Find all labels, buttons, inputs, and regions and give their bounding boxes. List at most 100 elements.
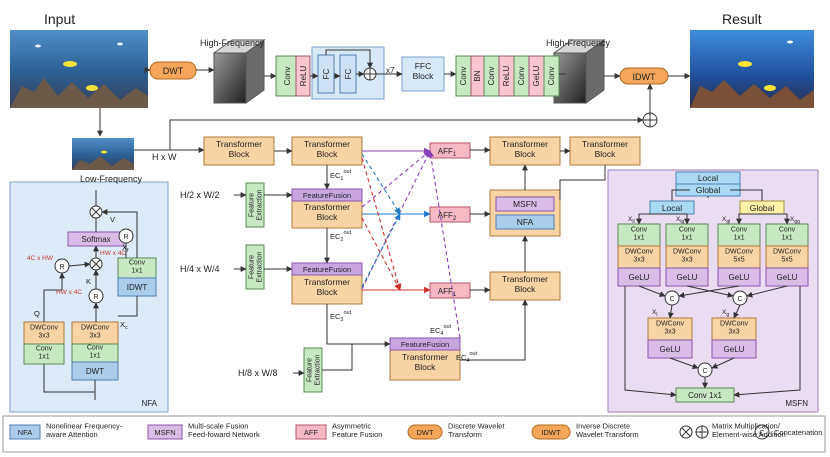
nfa-softmax-label: Softmax [81,235,110,244]
conv-top-5-label: Conv [547,67,556,86]
bn-top-label: BN [473,70,482,81]
legend-text-nfa: Nonelinear Frequency-aware Attention [46,421,123,439]
feature-extraction-1 [245,182,265,228]
feature-extraction-label-1: FeatureExtraction [248,189,263,220]
gelu-top-label: GeLU [532,65,541,86]
low-frequency-image [72,138,134,170]
nfa-dwt-label: DWT [86,367,104,376]
feature-fusion-label-1: FeatureFusion [303,191,351,200]
hw-label: H x W [152,152,177,162]
conv-top-3-label: Conv [487,67,496,86]
msfn-top-local: Local [698,173,718,183]
nfa-idwt-label: IDWT [127,283,148,292]
low-frequency-label: Low-Frequency [80,174,143,184]
grid-connectors [234,147,606,376]
legend-swatches [9,424,770,440]
top-connectors [97,49,691,153]
msfn-top-global: Global [696,185,721,195]
high-frequency-left: High-Frequency [200,38,265,48]
nfa-dim-4c-hw: 4C x HW [27,255,54,262]
h4w4-label: H/4 x W/4 [180,264,220,274]
msfn-xgg: Xgg [790,216,800,225]
nfa-r-2: R [93,294,98,301]
nfa-q: Q [34,309,40,318]
nfa-xf: Xf [122,243,129,254]
nfa-tag-label: NFA [517,217,534,227]
cross-scale-links [361,147,461,339]
feature-fusion-label-3: FeatureFusion [401,340,449,349]
msfn-c-2: C [737,296,742,303]
legend-text-ops: Matrix Multiplication/Element-wise Addit… [712,421,786,439]
result-title: Result [722,11,762,27]
dwt-label: DWT [163,66,184,76]
msfn-gelu-2: GeLU [677,273,698,282]
relu-top-label: ReLU [299,66,308,87]
feature-fusion-label-2: FeatureFusion [303,265,351,274]
nfa-tag [495,214,555,230]
ec3-label: EC3out [330,310,352,323]
msfn-xlg: Xlg [676,216,684,225]
msfn-tag-label: MSFN [513,199,537,209]
nfa-k: K [86,277,91,286]
legend-tag-concat: C [759,428,765,437]
nfa-v: V [110,215,115,224]
feature-extraction-label-2: FeatureExtraction [248,251,263,282]
msfn-gelu-1: GeLU [629,273,650,282]
msfn-gelu-3: GeLU [729,273,750,282]
repeat-label: x7 [386,66,395,75]
nfa-xc: Xc [120,320,128,331]
input-title: Input [44,11,75,27]
nfa-r-3: R [123,234,128,241]
nfa-ops [54,205,134,304]
aff-1-label: AFF1 [438,147,457,158]
input-image [10,30,148,108]
msfn-final-conv: Conv 1x1 [688,391,722,400]
aff-2-label: AFF2 [438,211,457,222]
result-image [690,30,814,108]
legend-tag-dwt: DWT [416,428,433,437]
nfa-r-1: R [59,264,64,271]
msfn-c-3: C [702,368,707,375]
msfn-global-label: Global [750,203,775,213]
conv-top-1-label: Conv [283,67,292,86]
nfa-dim-hw-4c-b: HW x 4C [56,289,82,296]
msfn-xll: Xll [628,216,635,225]
legend-tag-msfn: MSFN [154,428,175,437]
legend-tag-nfa: NFA [18,428,33,437]
nfa-connectors [43,190,138,400]
msfn-gelu-6: GeLU [724,345,745,354]
nfa-panel-title: NFA [141,399,157,408]
ec2-label: EC2out [330,230,352,243]
fc-1-label: FC [322,68,331,79]
msfn-tag [495,196,555,212]
msfn-branches [617,223,809,403]
h8w8-label: H/8 x W/8 [238,368,278,378]
h2w2-label: H/2 x W/2 [180,190,220,200]
fc-2-label: FC [344,68,353,79]
msfn-connectors [624,189,801,398]
conv-top-5 [543,55,560,97]
msfn-panel-title: MSFN [785,399,808,408]
msfn-gelu-5: GeLU [660,345,681,354]
